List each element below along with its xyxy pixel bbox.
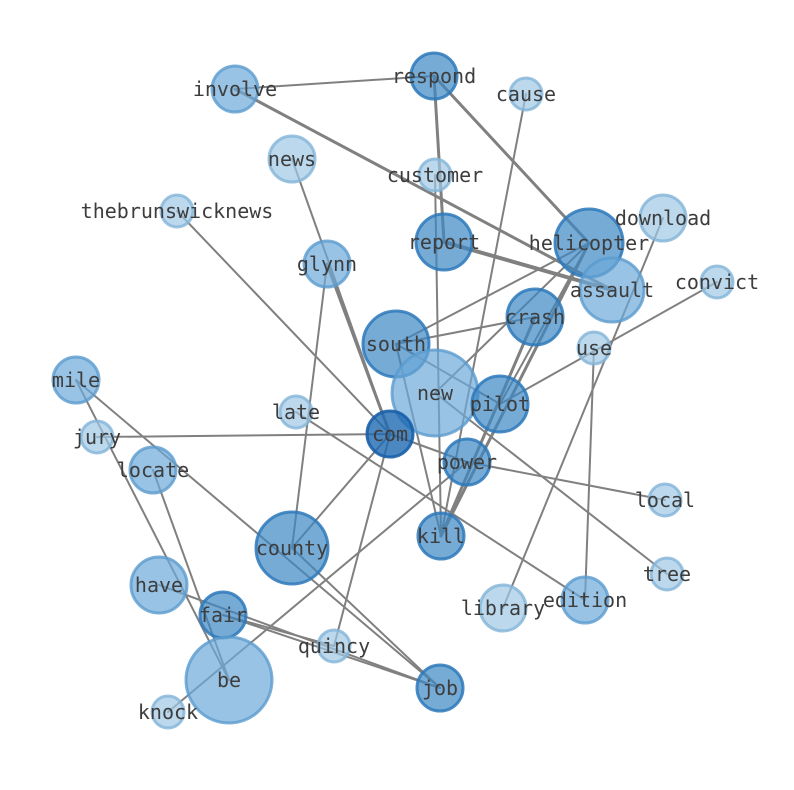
node-edition <box>560 575 610 625</box>
node-label-use: use <box>576 336 612 360</box>
node-respond <box>409 51 459 101</box>
edge-involve-assault <box>233 87 614 292</box>
labels-layer: respond involve cause news customer thebrunsw… <box>52 64 759 724</box>
node-label-county: county <box>256 536 328 560</box>
edge-power-local <box>466 461 666 501</box>
node-news <box>267 134 317 184</box>
node-label-thebrunswicknews: thebrunswicknews <box>81 199 274 223</box>
edge-thebrunswicknews-com <box>176 210 391 435</box>
node-crash <box>505 287 565 347</box>
node-thebrunswicknews <box>159 193 195 229</box>
node-be <box>184 635 274 725</box>
node-report <box>414 212 474 272</box>
node-label-cause: cause <box>496 82 556 106</box>
edge-involve-respond <box>234 75 435 90</box>
node-label-new: new <box>417 381 454 405</box>
node-label-be: be <box>217 668 241 692</box>
node-label-respond: respond <box>392 64 476 88</box>
node-label-convict: convict <box>675 270 759 294</box>
node-late <box>278 394 314 430</box>
node-pilot <box>470 374 530 434</box>
node-label-customer: customer <box>387 163 483 187</box>
node-mile <box>51 355 101 405</box>
node-label-glynn: glynn <box>297 252 357 276</box>
node-label-com: com <box>372 422 408 446</box>
node-glynn <box>302 239 352 289</box>
node-knock <box>150 694 186 730</box>
node-power <box>442 437 492 487</box>
node-quincy <box>316 628 352 664</box>
edge-helicopter-south <box>395 242 590 345</box>
node-label-fair: fair <box>199 603 247 627</box>
node-kill <box>416 511 466 561</box>
node-library <box>478 583 528 633</box>
node-label-involve: involve <box>193 77 277 101</box>
node-label-power: power <box>437 450 497 474</box>
node-label-job: job <box>422 676 458 700</box>
node-download <box>638 193 688 243</box>
node-label-local: local <box>635 488 695 512</box>
node-label-edition: edition <box>543 588 627 612</box>
node-tree <box>649 556 685 592</box>
edge-late-edition <box>295 411 586 601</box>
node-label-kill: kill <box>417 524 465 548</box>
nodes-layer <box>51 51 735 730</box>
node-convict <box>699 264 735 300</box>
node-jury <box>79 419 115 455</box>
node-label-quincy: quincy <box>298 634 370 658</box>
edge-com-quincy <box>333 433 391 647</box>
node-com <box>365 409 415 459</box>
node-label-south: south <box>366 332 426 356</box>
node-involve <box>210 64 260 114</box>
node-label-jury: jury <box>73 425 121 449</box>
node-cause <box>508 76 544 112</box>
edge-respond-helicopter <box>432 74 591 245</box>
node-label-helicopter: helicopter <box>529 231 649 255</box>
node-local <box>647 482 683 518</box>
node-label-news: news <box>268 147 316 171</box>
node-customer <box>417 157 453 193</box>
edge-use-edition <box>584 347 595 601</box>
node-job <box>415 663 465 713</box>
node-label-tree: tree <box>643 562 691 586</box>
node-label-library: library <box>461 596 545 620</box>
node-have <box>129 555 189 615</box>
node-locate <box>128 445 178 495</box>
node-label-assault: assault <box>570 278 654 302</box>
node-label-late: late <box>272 400 320 424</box>
node-county <box>254 510 330 586</box>
node-label-locate: locate <box>117 458 189 482</box>
node-label-mile: mile <box>52 368 100 392</box>
node-label-have: have <box>135 573 183 597</box>
node-label-report: report <box>408 230 480 254</box>
node-label-download: download <box>615 206 711 230</box>
edge-jury-com <box>96 433 391 438</box>
node-use <box>576 330 612 366</box>
node-assault <box>578 256 646 324</box>
node-label-pilot: pilot <box>470 392 530 416</box>
edge-new-tree <box>434 392 668 575</box>
edge-glynn-com <box>325 262 392 436</box>
node-label-knock: knock <box>138 700 198 724</box>
node-label-crash: crash <box>505 305 565 329</box>
